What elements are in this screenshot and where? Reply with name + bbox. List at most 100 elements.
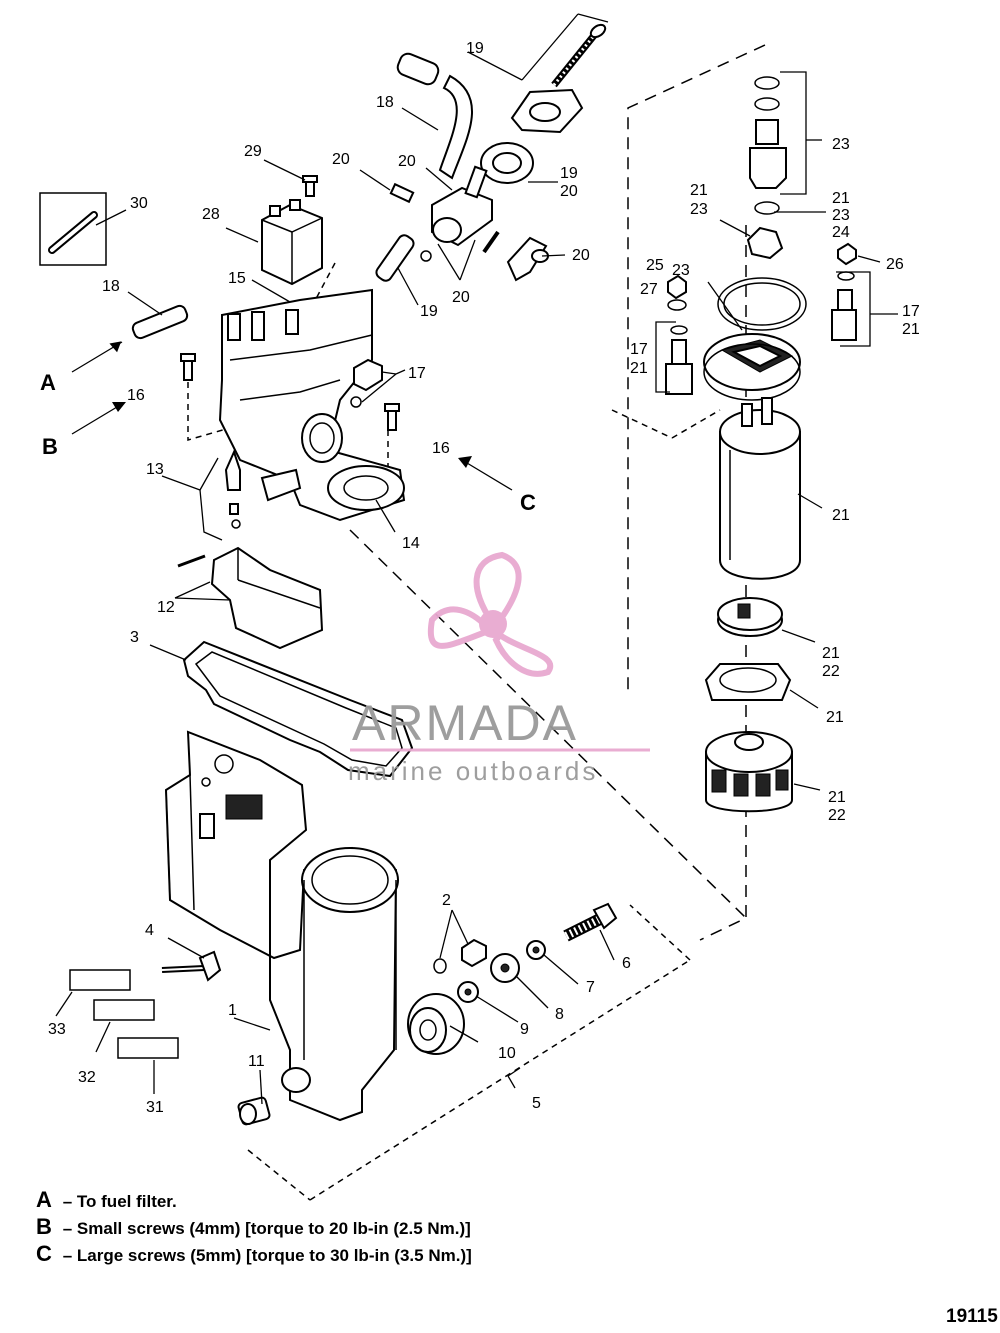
legend-text-a: – To fuel filter.	[62, 1192, 177, 1211]
callout-15: 15	[228, 270, 246, 287]
part-21-fuel-pump	[719, 397, 801, 580]
part-17-21-left-fitting	[665, 325, 693, 395]
legend: A – To fuel filter. B – Small screws (4m…	[36, 1186, 472, 1267]
direction-arrows	[71, 341, 513, 491]
callout-13: 13	[146, 461, 164, 478]
callout-20-orings: 20	[452, 289, 470, 306]
propeller-logo	[427, 551, 554, 677]
part-19-screw-flange	[480, 23, 607, 184]
callout-24: 24	[832, 224, 850, 241]
part-14-cover-assembly	[218, 288, 406, 522]
part-2-plug-oring	[433, 938, 487, 974]
callout-22-seat: 22	[822, 663, 840, 680]
legend-text-b: – Small screws (4mm) [torque to 20 lb-in…	[62, 1219, 471, 1238]
part-33-label	[69, 969, 131, 991]
callout-33: 33	[48, 1021, 66, 1038]
part-18-hose-lower	[131, 304, 189, 340]
callout-21-left-fitting: 21	[630, 360, 648, 377]
legend-row-a: A – To fuel filter.	[36, 1186, 472, 1213]
callout-18-lower: 18	[102, 278, 120, 295]
part-17-fitting	[350, 358, 383, 408]
leader-lines	[55, 13, 898, 1105]
callout-26: 26	[886, 256, 904, 273]
legend-key-c: C	[36, 1241, 52, 1266]
callout-30: 30	[130, 195, 148, 212]
part-26-nut	[837, 242, 857, 281]
part-21-22-filter	[705, 731, 793, 813]
callout-29: 29	[244, 143, 262, 160]
callout-21-seat: 21	[822, 645, 840, 662]
part-11-fitting	[237, 1096, 271, 1126]
part-23-pump-cap	[703, 333, 801, 401]
callout-18-upper: 18	[376, 94, 394, 111]
legend-text-c: – Large screws (5mm) [torque to 30 lb-in…	[62, 1246, 472, 1265]
part-6-bolt	[563, 902, 618, 942]
callout-11: 11	[248, 1053, 265, 1070]
part-25-27-nut-washer	[667, 274, 687, 311]
callout-21-filter: 21	[828, 789, 846, 806]
part-23-fitting-stack	[746, 76, 787, 260]
callout-21-right-fitting: 21	[902, 321, 920, 338]
part-4-fitting	[161, 950, 222, 982]
callout-16-right: 16	[432, 440, 450, 457]
callout-2: 2	[442, 892, 451, 909]
callout-17-center: 17	[408, 365, 426, 382]
legend-key-a: A	[36, 1187, 52, 1212]
callout-6: 6	[622, 955, 631, 972]
callout-23-cap: 23	[672, 262, 690, 279]
callout-4: 4	[145, 922, 154, 939]
callout-letter-c: C	[520, 490, 536, 515]
watermark-brand-name: ARMADA	[352, 695, 578, 751]
callout-10: 10	[498, 1045, 516, 1062]
callout-32: 32	[78, 1069, 96, 1086]
callout-20-fitting: 20	[572, 247, 590, 264]
callout-12: 12	[157, 599, 175, 616]
watermark-tagline: marine outboards	[348, 756, 598, 786]
callout-21-top-right: 21	[832, 190, 850, 207]
armada-watermark: ARMADA marine outboards	[348, 551, 650, 786]
callout-22-filter: 22	[828, 807, 846, 824]
part-23-seal-ring	[717, 277, 807, 331]
callout-31: 31	[146, 1099, 164, 1116]
callout-8: 8	[555, 1006, 564, 1023]
part-31-label	[117, 1037, 179, 1059]
part-28-sensor	[261, 199, 323, 286]
callout-14: 14	[402, 535, 420, 552]
part-21-22-pump-seat	[717, 597, 783, 637]
callout-25: 25	[646, 257, 664, 274]
callout-9: 9	[520, 1021, 529, 1038]
callout-letter-a: A	[40, 370, 56, 395]
legend-row-c: C – Large screws (5mm) [torque to 30 lb-…	[36, 1240, 472, 1267]
part-8-washer	[490, 953, 520, 983]
callout-21-pump: 21	[832, 507, 850, 524]
callout-20-flange: 20	[560, 183, 578, 200]
callout-7: 7	[586, 979, 595, 996]
callout-23-left: 23	[690, 201, 708, 218]
callout-20-screw: 20	[332, 151, 350, 168]
callout-5: 5	[532, 1095, 541, 1112]
callout-3: 3	[130, 629, 139, 646]
part-18-hose-upper	[396, 52, 474, 180]
callout-23-stack: 23	[832, 136, 850, 153]
callout-19-top: 19	[466, 40, 484, 57]
callout-labels: 1 2 3 4 5 6 7 8 9 10 11 12 13 14 15 16 1…	[40, 40, 920, 1116]
legend-row-b: B – Small screws (4mm) [torque to 20 lb-…	[36, 1213, 472, 1240]
part-13-needle-valve	[224, 449, 241, 529]
part-3-gasket	[182, 640, 414, 778]
callout-27: 27	[640, 281, 658, 298]
callout-21-bracket: 21	[826, 709, 844, 726]
callout-21-top-left: 21	[690, 182, 708, 199]
callout-19-flange: 19	[560, 165, 578, 182]
callout-19-hose: 19	[420, 303, 438, 320]
part-19-small-hose	[375, 234, 415, 282]
part-21-bracket-ring	[704, 663, 792, 701]
callout-28: 28	[202, 206, 220, 223]
part-12-float	[177, 546, 324, 650]
part-16-screw-left	[180, 353, 196, 381]
part-20-regulator	[389, 165, 549, 282]
callout-letter-b: B	[42, 434, 58, 459]
part-1-separator-body	[164, 730, 399, 1122]
part-30-kit	[39, 192, 107, 266]
callout-1: 1	[228, 1002, 237, 1019]
